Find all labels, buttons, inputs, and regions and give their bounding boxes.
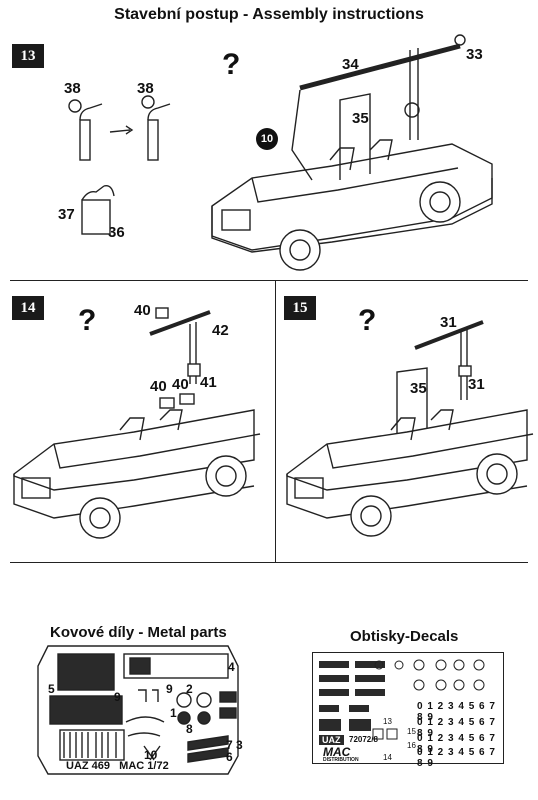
label-42: 42 — [212, 322, 229, 339]
decals-title: Obtisky-Decals — [350, 628, 459, 645]
label-40c: 40 — [172, 376, 189, 393]
metal-part-6: 6 — [226, 750, 233, 764]
step-13-badge: 13 — [12, 44, 44, 68]
step-14-question-mark: ? — [78, 304, 97, 337]
label-10-circle: 10 — [256, 128, 278, 150]
decal-brand: MAC — [323, 745, 351, 759]
divider-bottom — [10, 562, 528, 563]
metal-part-7: 7 — [226, 738, 233, 752]
step-14-drawing — [13, 307, 261, 539]
decal-sheet: 13 14 15 16 0 1 2 3 4 5 6 7 8 9 0 1 2 3 … — [312, 652, 504, 769]
label-33: 33 — [466, 46, 483, 63]
metal-part-2: 2 — [186, 682, 193, 696]
label-41: 41 — [200, 374, 217, 391]
metal-part-5: 5 — [48, 682, 55, 696]
decal-number-15: 15 — [407, 727, 416, 736]
label-35b: 35 — [410, 380, 427, 397]
step-15-question-mark: ? — [358, 304, 377, 337]
label-37: 37 — [58, 206, 75, 223]
step-15-badge: 15 — [284, 296, 316, 320]
label-35: 35 — [352, 110, 369, 127]
metal-parts-caption: UAZ 469 MAC 1/72 — [66, 760, 169, 772]
metal-part-9a: 9 — [114, 690, 121, 704]
decal-number-13: 13 — [383, 717, 392, 726]
label-31b: 31 — [468, 376, 485, 393]
decal-plates — [319, 659, 485, 740]
divider-middle — [275, 280, 276, 562]
decal-code: 72072/8 — [349, 735, 378, 744]
page-title: Stavební postup - Assembly instructions — [114, 6, 424, 23]
decal-number-14: 14 — [383, 753, 392, 762]
step-13-drawing — [68, 34, 493, 271]
metal-part-3: 3 — [236, 738, 243, 752]
step-14-badge: 14 — [12, 296, 44, 320]
metal-part-1: 1 — [170, 706, 177, 720]
metal-part-10: 10 — [144, 748, 158, 762]
label-38b: 38 — [137, 80, 154, 97]
decal-digits-row-2: 0 1 2 3 4 5 6 7 8 9 — [417, 717, 496, 739]
metal-part-4: 4 — [228, 660, 235, 674]
metal-part-9b: 9 — [166, 682, 173, 696]
label-34: 34 — [342, 56, 359, 73]
label-40b: 40 — [150, 378, 167, 395]
decal-number-16: 16 — [407, 741, 416, 750]
decal-digits-row-1: 0 1 2 3 4 5 6 7 8 9 — [417, 701, 496, 723]
step-13-question-mark: ? — [222, 48, 241, 81]
label-10: 10 — [260, 133, 274, 145]
step-15-drawing — [286, 320, 534, 537]
decal-digits-row-4: 0 1 2 3 4 5 6 7 8 9 — [417, 747, 496, 769]
metal-parts-title: Kovové díly - Metal parts — [50, 624, 227, 641]
label-36: 36 — [108, 224, 125, 241]
decal-digits-row-3: 0 1 2 3 4 5 6 7 8 9 — [417, 733, 496, 755]
label-38a: 38 — [64, 80, 81, 97]
decal-brand-sub: DISTRIBUTION — [323, 757, 359, 763]
label-31a: 31 — [440, 314, 457, 331]
label-40a: 40 — [134, 302, 151, 319]
divider-top — [10, 280, 528, 281]
decal-uaz: UAZ — [319, 735, 344, 745]
metal-parts-sheet — [37, 645, 239, 775]
metal-part-8: 8 — [186, 722, 193, 736]
